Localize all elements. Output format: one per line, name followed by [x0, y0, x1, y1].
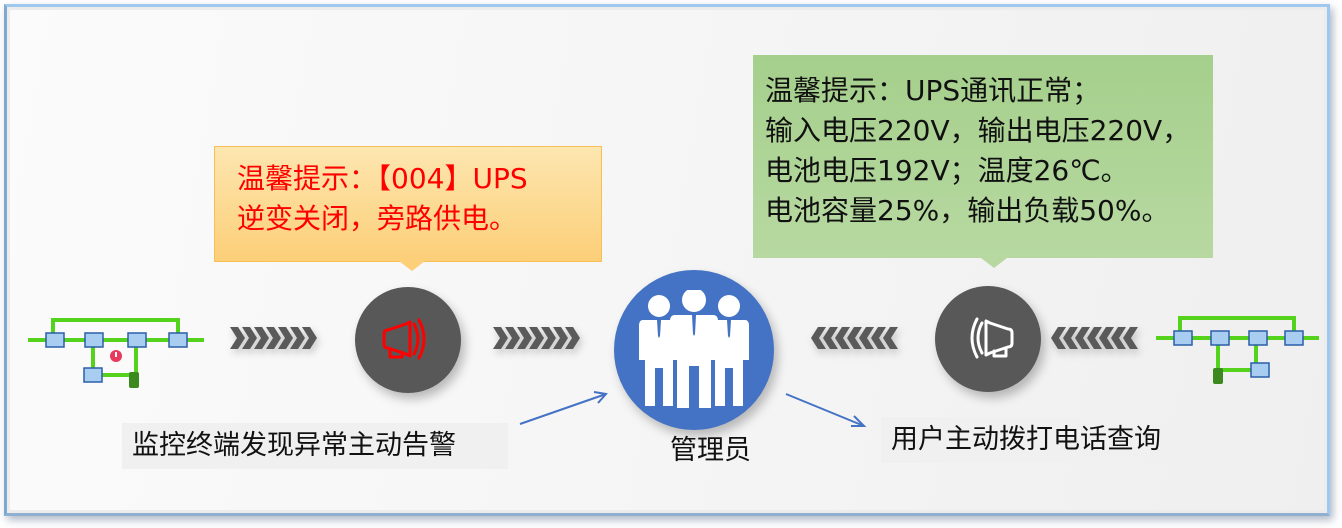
chevrons-right-icon: [230, 327, 317, 349]
chevrons-left-icon: [1051, 327, 1138, 349]
ups-diagram-icon: [1156, 316, 1319, 384]
admin-label: 管理员: [670, 435, 751, 466]
callout-tail: [981, 258, 1007, 268]
phone-query-label: 用户主动拨打电话查询: [881, 417, 1227, 463]
status-line-1: 温馨提示：UPS通讯正常；: [765, 74, 1101, 107]
status-line-2: 输入电压220V，输出电压220V，: [765, 114, 1191, 147]
people-group-icon: [639, 290, 749, 408]
megaphone-icon: [382, 318, 426, 360]
admin-node: [614, 270, 774, 430]
alert-line-2: 逆变关闭，旁路供电。: [237, 202, 518, 235]
query-node: [935, 286, 1041, 392]
chevrons-left-icon: [811, 327, 898, 349]
ups-diagram-alarm-icon: [28, 318, 204, 388]
arrow-from-admin-icon: [785, 393, 867, 427]
alert-callout: 温馨提示：【004】UPS 逆变关闭，旁路供电。: [214, 146, 602, 271]
megaphone-icon: [970, 317, 1014, 359]
auto-alarm-label: 监控终端发现异常主动告警: [122, 423, 508, 469]
callout-tail: [399, 261, 425, 271]
status-line-3: 电池电压192V；温度26℃。: [765, 154, 1129, 187]
alarm-node: [355, 287, 461, 393]
arrow-to-admin-icon: [519, 391, 608, 425]
alert-line-1: 温馨提示：【004】UPS: [237, 162, 528, 195]
status-line-4: 电池容量25%，输出负载50%。: [765, 194, 1170, 227]
status-callout: 温馨提示：UPS通讯正常； 输入电压220V，输出电压220V， 电池电压192…: [753, 55, 1213, 268]
chevrons-right-icon: [493, 327, 580, 349]
